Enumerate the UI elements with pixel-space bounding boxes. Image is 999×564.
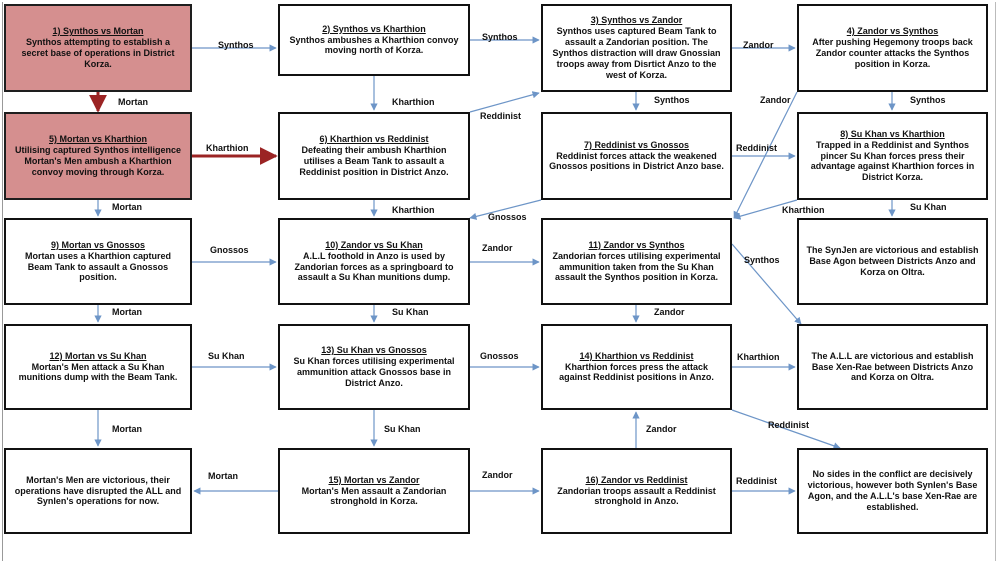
event-box-o-synjen: The SynJen are victorious and establish … [797,218,988,305]
edge-label-e17: Gnossos [210,245,249,255]
edge-label-e5: Kharthion [392,97,435,107]
event-description: Defeating their ambush Kharthion utilise… [299,145,449,177]
event-title: 6) Kharthion vs Reddinist [319,134,429,145]
edge-label-e3: Zandor [743,40,774,50]
event-title: 16) Zandor vs Reddinist [585,474,688,485]
event-title: 7) Reddinist vs Gnossos [583,139,690,150]
event-title: 5) Mortan vs Kharthion [48,134,147,145]
event-description: No sides in the conflict are decisively … [807,469,978,512]
event-title: 2) Synthos vs Kharthion [322,23,426,34]
edge-label-e9: Zandor [760,95,791,105]
event-description: After pushing Hegemony troops back Zando… [812,37,973,69]
edge-label-e10: Kharthion [206,143,249,153]
event-description: Mortan uses a Kharthion captured Beam Ta… [24,250,172,283]
event-description: Trapped in a Reddinist and Synthos pince… [810,139,975,183]
event-description: The A.L.L are victorious and establish B… [811,350,974,383]
edge-label-e26: Mortan [112,424,142,434]
edge-label-e22: Zandor [654,307,685,317]
edge-label-e24: Gnossos [480,351,519,361]
edge-label-e14: Gnossos [488,212,527,222]
event-description: Synthos attempting to establish a secret… [21,37,175,69]
connector-arrow-e19 [731,243,802,325]
edge-label-e6: Reddinist [480,111,522,121]
edge-label-e21: Su Khan [392,307,429,317]
edge-label-e28: Zandor [646,424,677,434]
connector-arrow-e14 [469,199,542,220]
edge-label-e8: Synthos [910,95,946,105]
edge-label-e11: Reddinist [736,143,778,153]
event-title: 14) Kharthion vs Reddinist [579,350,694,361]
edge-label-e32: Reddinist [736,476,778,486]
edge-label-e12: Mortan [112,202,142,212]
event-title: 4) Zandor vs Synthos [846,26,939,37]
edge-label-e2: Synthos [482,32,518,42]
edge-label-e16: Su Khan [910,202,947,212]
event-description: A.L.L foothold in Anzo is used by Zandor… [294,250,454,283]
event-title: 1) Synthos vs Mortan [52,26,144,37]
edge-label-e13: Kharthion [392,205,435,215]
edge-label-e23: Su Khan [208,351,245,361]
event-title: 9) Mortan vs Gnossos [50,239,146,250]
event-box-o-none: No sides in the conflict are decisively … [797,448,988,534]
event-description: The SynJen are victorious and establish … [806,245,979,277]
connector-arrow-e15 [733,199,798,220]
event-title: 13) Su Khan vs Gnossos [321,345,427,356]
edge-label-e29: Reddinist [768,420,810,430]
edge-label-e19: Synthos [744,255,780,265]
event-title: 8) Su Khan vs Kharthion [840,128,945,139]
edge-label-e31: Zandor [482,470,513,480]
event-description: Reddinist forces attack the weakened Gno… [549,150,724,172]
event-description: Utilising captured Synthos intelligence … [14,145,182,177]
event-description: Zandorian troops assault a Reddinist str… [557,485,716,507]
event-description: Mortan's Men attack a Su Khan munitions … [18,361,178,383]
edge-label-e30: Mortan [208,471,238,481]
event-description: Kharthion forces press the attack agains… [559,361,714,383]
connector-arrow-e6 [469,91,540,113]
event-box-o-all: The A.L.L are victorious and establish B… [797,324,988,410]
event-description: Su Khan forces utilising experimental am… [293,356,455,388]
edge-label-e18: Zandor [482,243,513,253]
edge-label-e7: Synthos [654,95,690,105]
edge-label-e20: Mortan [112,307,142,317]
event-title: 3) Synthos vs Zandor [590,15,683,26]
event-description: Zandorian forces utilising experimental … [552,250,721,283]
event-description: Mortan's Men are victorious, their opera… [14,474,182,507]
edge-label-e1: Synthos [218,40,254,50]
event-description: Mortan's Men assault a Zandorian strongh… [301,485,447,507]
event-title: 12) Mortan vs Su Khan [49,350,147,361]
connector-arrow-e29 [731,409,841,450]
event-box-o-mortan: Mortan's Men are victorious, their opera… [4,448,192,534]
edge-label-e25: Kharthion [737,352,780,362]
event-description: Synthos ambushes a Kharthion convoy movi… [289,34,459,56]
edge-label-e15: Kharthion [782,205,825,215]
event-title: 11) Zandor vs Synthos [588,239,685,250]
event-title: 15) Mortan vs Zandor [328,474,420,485]
event-description: Synthos uses captured Beam Tank to assau… [552,26,721,80]
edge-label-e27: Su Khan [384,424,421,434]
connector-arrow-e9 [733,91,798,219]
edge-label-e4: Mortan [118,97,148,107]
event-title: 10) Zandor vs Su Khan [325,239,423,250]
